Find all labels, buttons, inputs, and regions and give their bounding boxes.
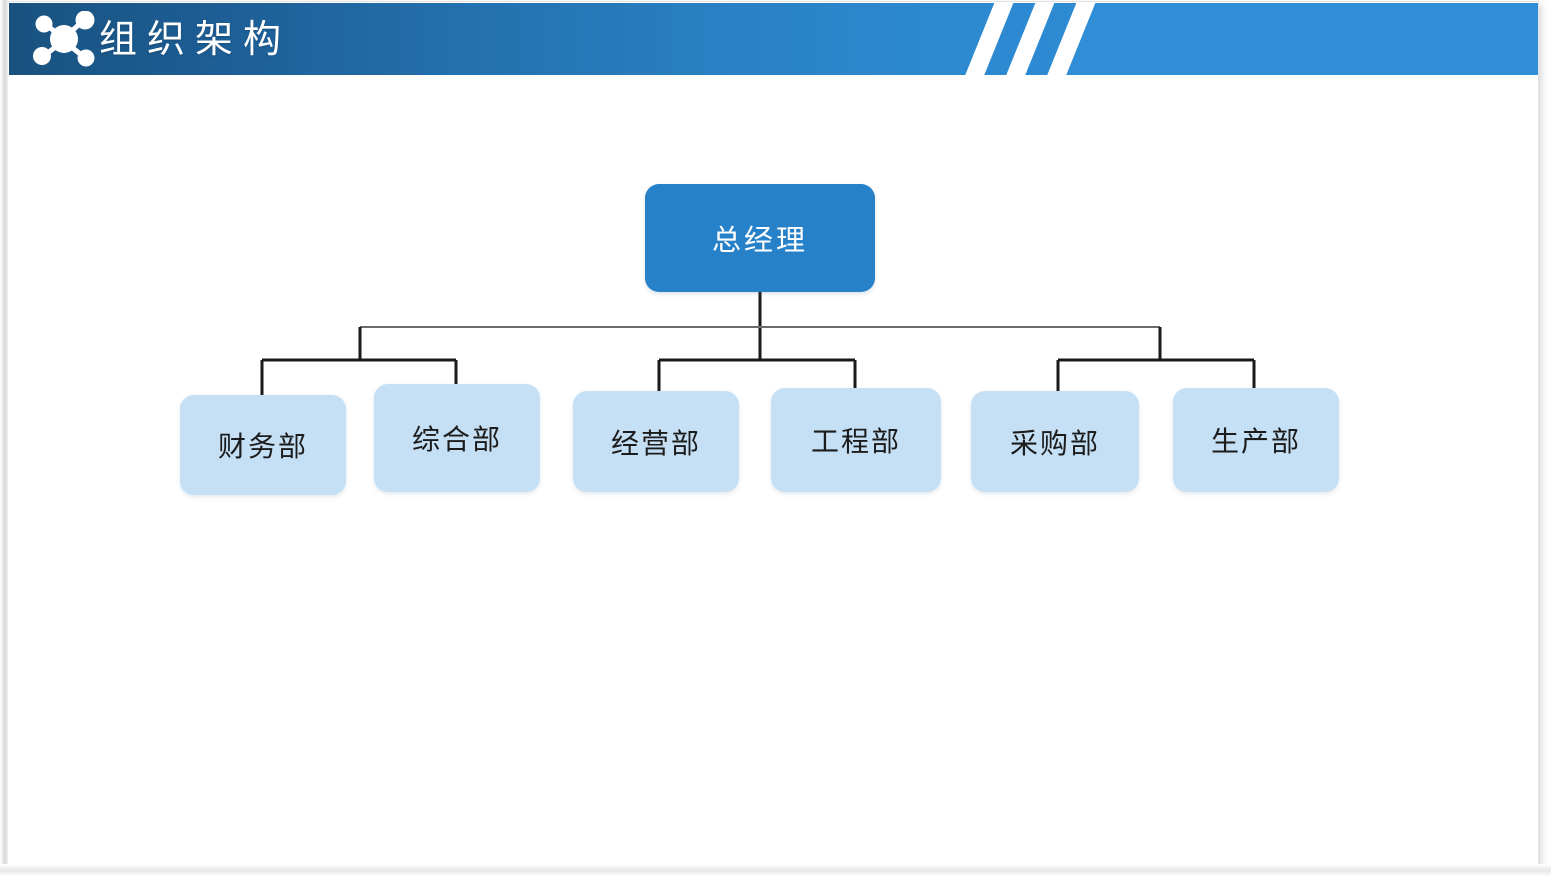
network-hub-icon	[29, 10, 99, 69]
page-edge-bottom	[0, 864, 1551, 876]
page-edge-left	[0, 0, 8, 876]
page-title: 组织架构	[99, 19, 292, 61]
org-node-finance[interactable]: 财务部	[180, 395, 346, 495]
org-node-root[interactable]: 总经理	[645, 184, 875, 292]
header-banner: 组织架构	[9, 3, 1538, 75]
header-right-skew-block	[1064, 3, 1538, 75]
org-node-operations[interactable]: 经营部	[573, 391, 739, 492]
org-node-engineering[interactable]: 工程部	[771, 388, 941, 492]
org-node-production[interactable]: 生产部	[1173, 388, 1339, 492]
org-node-general-affairs[interactable]: 综合部	[374, 384, 540, 492]
org-node-procurement[interactable]: 采购部	[971, 391, 1139, 492]
